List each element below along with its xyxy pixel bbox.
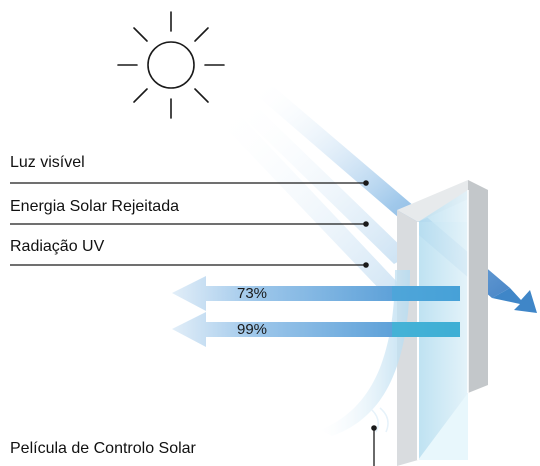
uv-radiation-label: Radiação UV (10, 238, 105, 255)
transmitted-ray-arrow (492, 288, 537, 313)
reflected-solar-energy-arrow (172, 276, 460, 311)
visible-light-label: Luz visível (10, 154, 85, 171)
solar-control-film-label: Película de Controlo Solar (10, 440, 196, 457)
leader-dots (363, 180, 377, 431)
uv-rejection-value: 99% (237, 321, 268, 338)
rejected-solar-energy-label: Energia Solar Rejeitada (10, 198, 179, 215)
reflected-uv-arrow (172, 312, 460, 347)
sun-icon (117, 11, 225, 119)
solar-energy-rejection-value: 73% (237, 285, 268, 302)
leader-lines (10, 182, 375, 466)
